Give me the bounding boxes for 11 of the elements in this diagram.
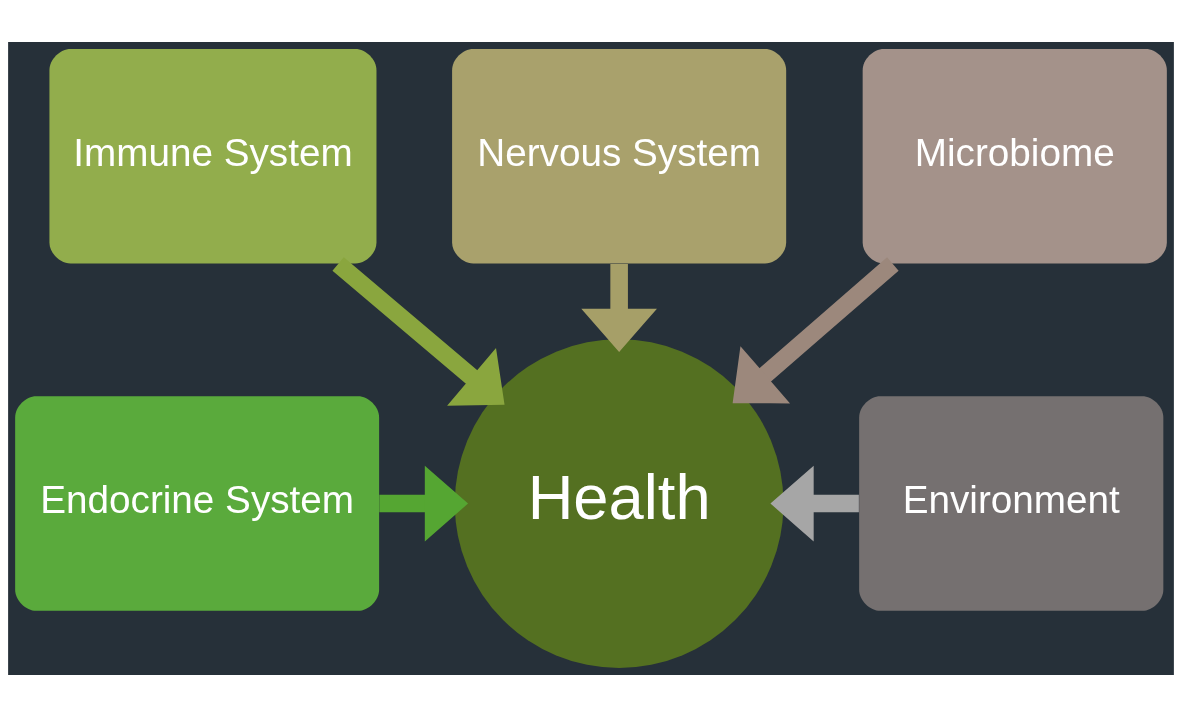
arrow xyxy=(732,256,899,403)
node-box: Endocrine System xyxy=(15,395,380,611)
node-box: Microbiome xyxy=(862,48,1167,264)
node-box: Nervous System xyxy=(452,48,787,264)
arrow xyxy=(332,256,505,406)
node-circle: Health xyxy=(454,338,784,668)
node-box: Immune System xyxy=(49,48,377,264)
arrow xyxy=(379,465,469,541)
arrow xyxy=(770,465,859,541)
arrow xyxy=(581,263,657,352)
node-box: Environment xyxy=(859,395,1164,611)
